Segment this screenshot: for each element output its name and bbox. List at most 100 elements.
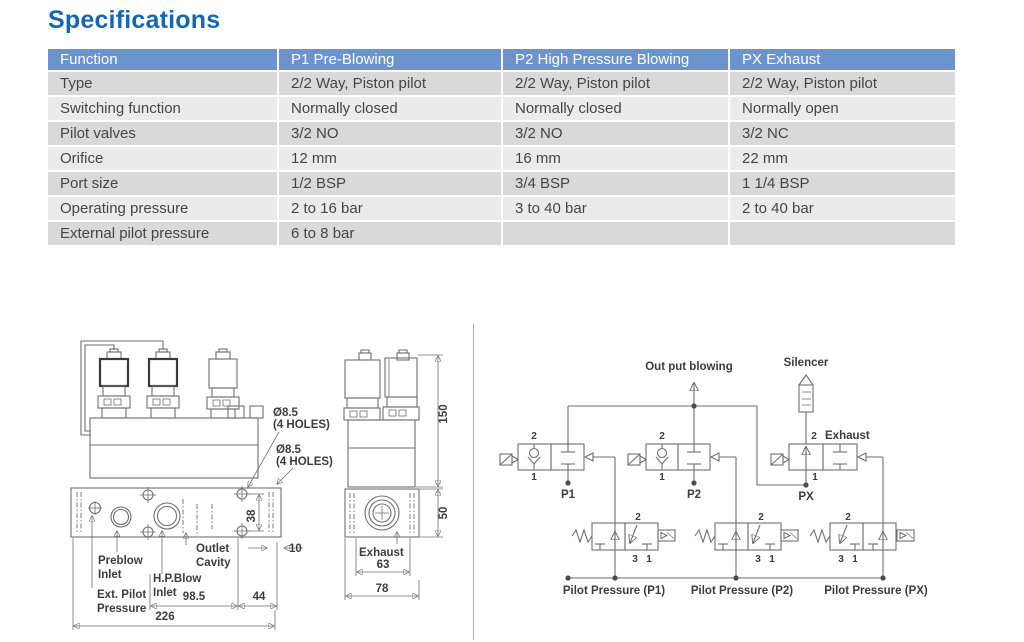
cell: 2/2 Way, Piston pilot <box>501 72 728 97</box>
svg-text:1: 1 <box>769 554 775 565</box>
base-plate <box>70 487 282 538</box>
row-label: Orifice <box>48 147 277 172</box>
svg-text:1: 1 <box>659 472 665 483</box>
table-header-row: Function P1 Pre-Blowing P2 High Pressure… <box>48 49 955 72</box>
front-view-diagram: Ø8.5 (4 HOLES) Ø8.5 (4 HOLES) Preblow In… <box>70 340 333 630</box>
dimension-63: 63 <box>355 538 411 576</box>
svg-text:2: 2 <box>845 512 851 523</box>
label-outlet-cavity: Outlet Cavity <box>186 533 231 569</box>
cell: 2 to 16 bar <box>277 197 501 222</box>
svg-text:Exhaust: Exhaust <box>359 547 404 559</box>
cell: 3/4 BSP <box>501 172 728 197</box>
svg-text:Out put blowing: Out put blowing <box>645 361 733 373</box>
page-title: Specifications <box>48 6 221 34</box>
main-valve-p1: 2 1 P1 <box>499 431 615 501</box>
row-label: Pilot valves <box>48 122 277 147</box>
svg-text:44: 44 <box>253 591 266 603</box>
pilot-pressure-bus: Pilot Pressure (P1) Pilot Pressure (P2) … <box>563 575 928 597</box>
row-label: External pilot pressure <box>48 222 277 247</box>
svg-text:226: 226 <box>155 611 174 623</box>
table-row: Switching function Normally closed Norma… <box>48 97 955 122</box>
cell: Normally open <box>728 97 955 122</box>
main-valve-p2: 2 1 P2 <box>627 431 736 501</box>
hole-callout-top: Ø8.5 (4 HOLES) <box>248 407 330 487</box>
svg-text:38: 38 <box>246 509 258 522</box>
svg-text:98.5: 98.5 <box>183 591 206 603</box>
label-preblow-inlet: Preblow Inlet <box>98 531 143 581</box>
label-ext-pilot-pressure: Ext. Pilot Pressure <box>92 516 146 615</box>
dimension-38: 38 <box>246 493 264 532</box>
dimension-226: 226 <box>72 538 276 630</box>
svg-text:78: 78 <box>376 583 389 595</box>
cell <box>501 222 728 247</box>
svg-text:2: 2 <box>531 431 537 442</box>
dimension-78: 78 <box>344 538 420 600</box>
solenoid-valve-1 <box>97 348 131 419</box>
pilot-valve-px: 2 3 1 <box>809 457 915 578</box>
svg-text:Ø8.5: Ø8.5 <box>273 407 299 419</box>
solenoid-valve-2 <box>146 348 180 419</box>
cell: 3 to 40 bar <box>501 197 728 222</box>
row-label: Port size <box>48 172 277 197</box>
cell: 22 mm <box>728 147 955 172</box>
pilot-valve-p2: 2 3 1 <box>694 457 799 578</box>
pilot-tubing <box>80 340 164 436</box>
svg-text:3: 3 <box>632 554 638 565</box>
cell <box>728 222 955 247</box>
pilot-valve-p1: 2 3 1 <box>571 457 676 578</box>
svg-text:Pilot Pressure (P2): Pilot Pressure (P2) <box>691 585 793 597</box>
cell: 2/2 Way, Piston pilot <box>728 72 955 97</box>
cell: 3/2 NO <box>277 122 501 147</box>
pneumatic-circuit-diagram: Out put blowing Silencer <box>499 357 928 597</box>
cell: 2/2 Way, Piston pilot <box>277 72 501 97</box>
cell: 3/2 NC <box>728 122 955 147</box>
table-row: External pilot pressure 6 to 8 bar <box>48 222 955 247</box>
row-label: Operating pressure <box>48 197 277 222</box>
base-plate-side <box>344 488 420 538</box>
svg-text:(4 HOLES): (4 HOLES) <box>276 456 333 468</box>
svg-text:1: 1 <box>646 554 652 565</box>
cell: Normally closed <box>277 97 501 122</box>
svg-text:H.P.Blow: H.P.Blow <box>153 573 201 585</box>
svg-text:Preblow: Preblow <box>98 555 143 567</box>
cell: 1 1/4 BSP <box>728 172 955 197</box>
plate-ports <box>88 486 250 540</box>
dimension-50: 50 <box>420 488 450 538</box>
solenoid-valve-side <box>343 349 420 421</box>
column-header-p1: P1 Pre-Blowing <box>277 49 501 72</box>
cell: 12 mm <box>277 147 501 172</box>
svg-text:1: 1 <box>531 472 537 483</box>
svg-text:Cavity: Cavity <box>196 557 231 569</box>
svg-text:Exhaust: Exhaust <box>825 430 870 442</box>
svg-text:1: 1 <box>852 554 858 565</box>
svg-text:2: 2 <box>635 512 641 523</box>
table-row: Type 2/2 Way, Piston pilot 2/2 Way, Pist… <box>48 72 955 97</box>
column-header-p2: P2 High Pressure Blowing <box>501 49 728 72</box>
svg-text:Inlet: Inlet <box>153 587 177 599</box>
svg-text:Silencer: Silencer <box>784 357 829 369</box>
dimension-98-5: 98.5 <box>149 538 239 610</box>
dimension-44: 44 <box>239 542 278 610</box>
svg-text:2: 2 <box>811 431 817 442</box>
cell: 1/2 BSP <box>277 172 501 197</box>
svg-text:Pilot Pressure (PX): Pilot Pressure (PX) <box>824 585 928 597</box>
main-valve-px: 2 Exhaust 1 PX <box>770 430 883 503</box>
svg-text:2: 2 <box>659 431 665 442</box>
svg-text:50: 50 <box>438 507 450 520</box>
svg-text:P2: P2 <box>687 489 701 501</box>
svg-text:Ext. Pilot: Ext. Pilot <box>97 589 146 601</box>
table-row: Port size 1/2 BSP 3/4 BSP 1 1/4 BSP <box>48 172 955 197</box>
table-row: Operating pressure 2 to 16 bar 3 to 40 b… <box>48 197 955 222</box>
valve-body-side <box>347 419 416 488</box>
svg-text:P1: P1 <box>561 489 576 501</box>
column-header-px: PX Exhaust <box>728 49 955 72</box>
svg-text:3: 3 <box>755 554 761 565</box>
row-label: Type <box>48 72 277 97</box>
hole-callout-side: Ø8.5 (4 HOLES) <box>276 444 333 484</box>
column-header-function: Function <box>48 49 277 72</box>
svg-text:Pilot Pressure (P1): Pilot Pressure (P1) <box>563 585 665 597</box>
dimension-10: 10 <box>248 543 303 555</box>
cell: 16 mm <box>501 147 728 172</box>
svg-text:Inlet: Inlet <box>98 569 122 581</box>
